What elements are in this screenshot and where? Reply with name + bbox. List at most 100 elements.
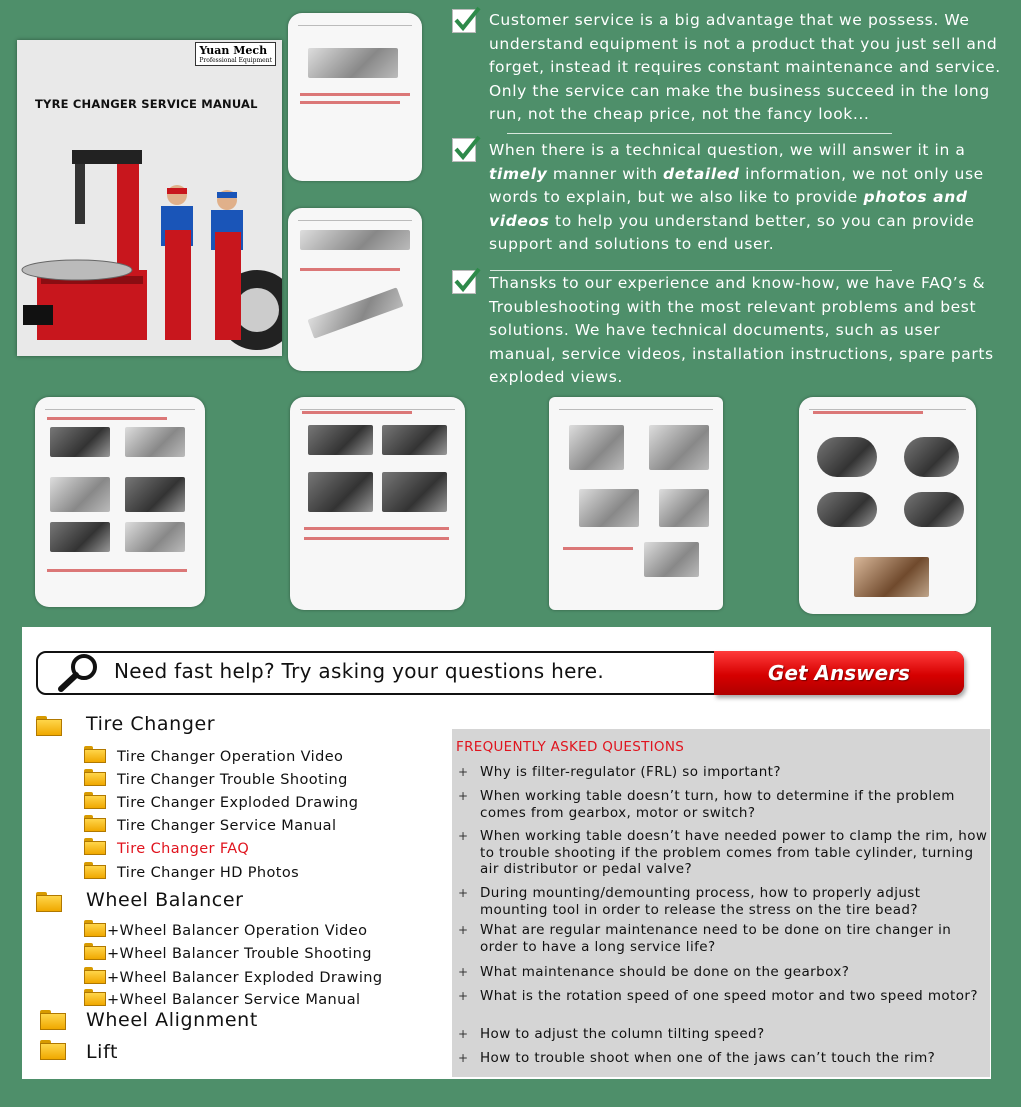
paragraph-segment: Thansks to our experience and know-how, … — [489, 274, 994, 387]
check-icon — [452, 135, 481, 162]
divider — [490, 270, 892, 271]
thumb-header — [559, 403, 713, 410]
plus-icon: + — [458, 965, 469, 979]
paragraph-customer-service: Customer service is a big advantage that… — [489, 9, 1009, 127]
nav-wheel-balancer[interactable]: Wheel Balancer — [86, 889, 244, 911]
thumb-photo — [307, 287, 404, 339]
plus-icon: + — [458, 989, 469, 1003]
thumb-photo — [50, 427, 110, 457]
thumb-redline — [47, 569, 187, 572]
nav-tire-subitem[interactable]: Tire Changer Trouble Shooting — [117, 772, 348, 788]
nav-balancer-subitem[interactable]: +Wheel Balancer Service Manual — [107, 992, 361, 1008]
faq-question-link[interactable]: When working table doesn’t turn, how to … — [480, 788, 955, 821]
folder-icon — [84, 989, 106, 1006]
folder-icon — [84, 769, 106, 786]
check-icon — [452, 267, 481, 294]
faq-question-link[interactable]: During mounting/demounting process, how … — [480, 885, 921, 918]
faq-question-link[interactable]: When working table doesn’t have needed p… — [480, 828, 988, 877]
paragraph-segment: When there is a technical question, we w… — [489, 141, 966, 159]
manual-page-thumb-motor-switch[interactable] — [549, 397, 723, 610]
cover-brand-sub: Professional Equipment — [199, 57, 272, 64]
thumb-photo — [308, 472, 373, 512]
thumb-redline — [300, 93, 410, 96]
help-panel: Need fast help? Try asking your question… — [22, 627, 991, 1079]
faq-question-link[interactable]: What maintenance should be done on the g… — [480, 964, 850, 980]
nav-tire-subitem[interactable]: Tire Changer HD Photos — [117, 865, 300, 881]
thumb-photo — [125, 477, 185, 512]
thumb-photo — [382, 472, 447, 512]
manual-cover-image[interactable]: Yuan Mech Professional Equipment TYRE CH… — [17, 40, 282, 356]
thumb-redline — [300, 101, 400, 104]
plus-icon: + — [458, 789, 469, 803]
manual-page-thumb-demounting[interactable] — [35, 397, 205, 607]
manual-page-thumb-belt[interactable] — [290, 397, 465, 610]
paragraph-technical-question: When there is a technical question, we w… — [489, 139, 1009, 257]
nav-tire-subitem[interactable]: Tire Changer Operation Video — [117, 749, 344, 765]
nav-balancer-subitem[interactable]: +Wheel Balancer Operation Video — [107, 923, 368, 939]
faq-title: FREQUENTLY ASKED QUESTIONS — [456, 739, 685, 755]
thumb-photo — [50, 477, 110, 512]
thumb-photo — [817, 492, 877, 527]
folder-icon — [84, 815, 106, 832]
manual-page-thumb-air-valve[interactable] — [288, 13, 422, 181]
thumb-photo — [644, 542, 699, 577]
manual-page-thumb-air-distributor[interactable] — [799, 397, 976, 614]
thumb-redline — [563, 547, 633, 550]
faq-box: FREQUENTLY ASKED QUESTIONS + Why is filte… — [452, 729, 990, 1077]
paragraph-segment: manner with — [547, 164, 664, 183]
nav-tire-subitem[interactable]: Tire Changer Exploded Drawing — [117, 795, 359, 811]
thumb-photo — [904, 492, 964, 527]
folder-icon — [84, 920, 106, 937]
nav-balancer-subitem[interactable]: +Wheel Balancer Trouble Shooting — [107, 946, 372, 962]
thumb-header — [809, 403, 966, 410]
nav-tire-changer[interactable]: Tire Changer — [86, 713, 216, 735]
folder-icon — [40, 1010, 66, 1030]
paragraph-segment: information, we not only use words to ex… — [489, 164, 984, 207]
thumb-photo — [569, 425, 624, 470]
thumb-photo — [125, 427, 185, 457]
nav-tire-subitem[interactable]: Tire Changer FAQ — [117, 841, 250, 857]
faq-question-link[interactable]: Why is filter-regulator (FRL) so importa… — [480, 764, 781, 780]
plus-icon: + — [458, 829, 469, 843]
plus-icon: + — [458, 1027, 469, 1041]
paragraph-segment: detailed — [663, 164, 740, 183]
check-icon — [452, 6, 481, 33]
folder-icon — [36, 716, 62, 736]
folder-icon — [84, 838, 106, 855]
paragraph-segment: Customer service is a big advantage that… — [489, 11, 1001, 124]
nav-wheel-alignment[interactable]: Wheel Alignment — [86, 1009, 258, 1031]
folder-icon — [84, 862, 106, 879]
thumb-redline — [304, 527, 449, 530]
plus-icon: + — [458, 1051, 469, 1065]
get-answers-button[interactable]: Get Answers — [714, 651, 964, 695]
paragraph-segment: photos and videos — [489, 188, 968, 230]
thumb-photo — [817, 437, 877, 477]
folder-icon — [84, 943, 106, 960]
thumb-redline — [300, 268, 400, 271]
tire-changer-illustration — [21, 150, 282, 350]
magnifier-icon — [58, 654, 97, 692]
thumb-header — [298, 19, 412, 26]
nav-tire-subitem[interactable]: Tire Changer Service Manual — [117, 818, 337, 834]
faq-question-link[interactable]: What is the rotation speed of one speed … — [480, 988, 978, 1004]
divider — [507, 133, 892, 134]
faq-question-link[interactable]: How to adjust the column tilting speed? — [480, 1026, 765, 1042]
cover-brand: Yuan Mech — [199, 44, 268, 57]
nav-lift[interactable]: Lift — [86, 1041, 119, 1063]
plus-icon: + — [458, 923, 469, 937]
thumb-header — [45, 403, 195, 410]
folder-icon — [36, 892, 62, 912]
thumb-photo — [904, 437, 959, 477]
search-bar[interactable]: Need fast help? Try asking your question… — [36, 651, 964, 695]
folder-icon — [84, 792, 106, 809]
manual-page-thumb-cylinder[interactable] — [288, 208, 422, 371]
nav-balancer-subitem[interactable]: +Wheel Balancer Exploded Drawing — [107, 970, 383, 986]
folder-icon — [84, 967, 106, 984]
thumb-photo — [659, 489, 709, 527]
faq-question-link[interactable]: What are regular maintenance need to be … — [480, 922, 952, 955]
thumb-redline — [302, 411, 412, 414]
paragraph-experience: Thansks to our experience and know-how, … — [489, 272, 1009, 390]
faq-question-link[interactable]: How to trouble shoot when one of the jaw… — [480, 1050, 936, 1066]
folder-icon — [84, 746, 106, 763]
thumb-photo — [854, 557, 929, 597]
